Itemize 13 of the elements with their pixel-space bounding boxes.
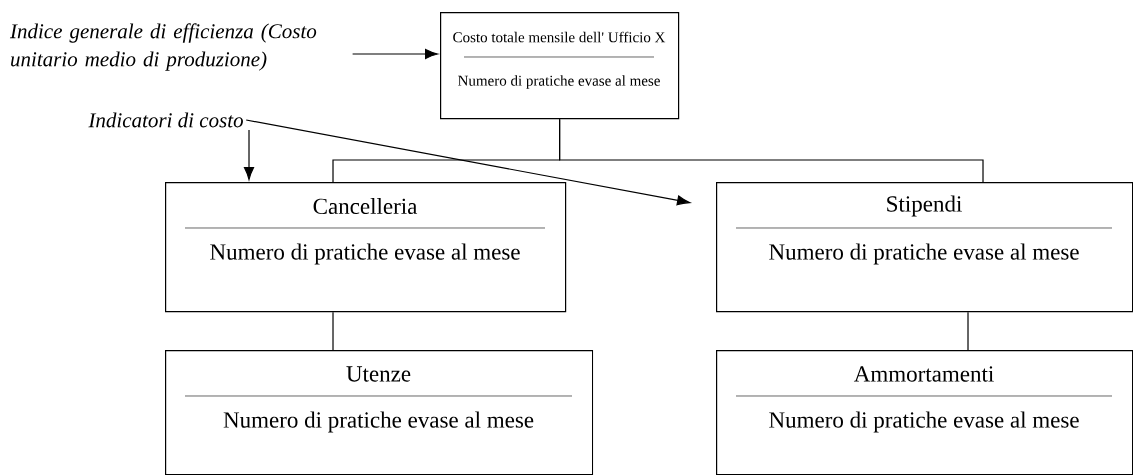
fraction-box: Stipendi Numero di pratiche evase al mese <box>716 182 1133 313</box>
fraction-box: Cancelleria Numero di pratiche evase al mese <box>165 182 567 313</box>
connector-line <box>967 311 969 351</box>
fraction-box: Costo totale mensile dell' Ufficio X Numero di pratiche evase al mese <box>440 12 680 120</box>
arrow <box>352 48 439 60</box>
connector-line <box>332 311 334 351</box>
italic-label: Indice generale di efficienza (Costo unitario medio di produzione) <box>9 23 317 71</box>
fraction-box: Utenze Numero di pratiche evase al mese <box>165 350 594 475</box>
fraction-box: Ammortamenti Numero di pratiche evase al mese <box>716 350 1133 475</box>
arrow <box>245 119 691 206</box>
italic-label: Indicatori di costo <box>88 112 243 128</box>
arrow <box>243 129 255 181</box>
connector-line <box>559 118 984 183</box>
